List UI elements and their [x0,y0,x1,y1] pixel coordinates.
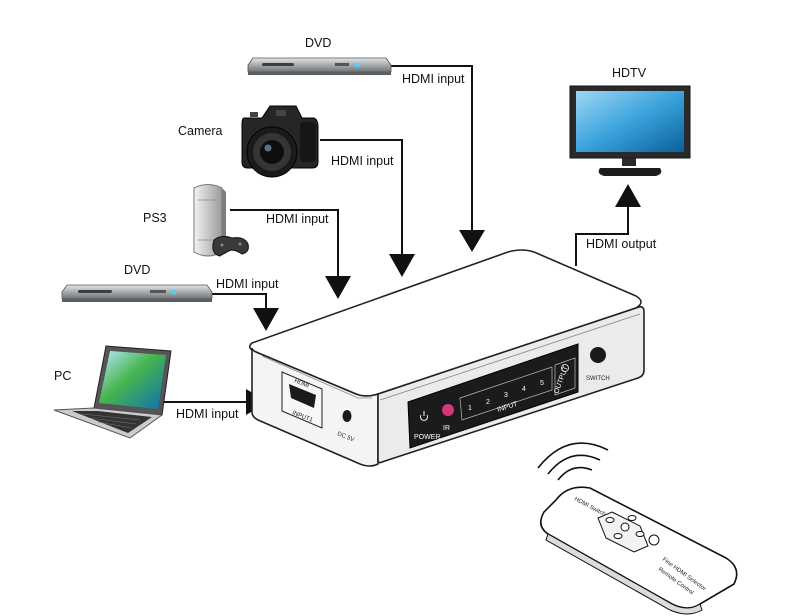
dvd-left-label: DVD [124,263,150,277]
power-icon [420,411,428,421]
hdtv-hdmi-label: HDMI output [586,237,657,251]
input-indicator-4: 4 [522,386,526,393]
dvd-left-hdmi-label: HDMI input [216,277,279,291]
laptop-pc: PC [53,345,172,439]
camera-hdmi-label: HDMI input [331,154,394,168]
input-indicator-1: 1 [468,405,472,412]
input-indicator-3: 3 [504,392,508,399]
ir-receiver-indicator [442,404,454,416]
dvd-left-connector [212,293,267,312]
dvd-top-label: DVD [305,36,331,50]
hdmi-input-port: HDMI INPUT1 [281,371,323,429]
switch-button: SWITCH [586,347,610,382]
dvd-player-left: DVD [61,263,213,302]
connection-lines [164,65,629,403]
remote-control: HDMI Switch Fine HDMI Selector Remote Co… [537,442,738,615]
camera-label: Camera [178,124,223,138]
hdtv-connector [575,205,629,266]
input-indicator-5: 5 [540,380,544,387]
arrow-down-dvd-left [253,308,279,331]
ps3-label: PS3 [143,211,167,225]
front-control-panel: POWER IR 1 2 3 4 5 INPUT OUTPUT [407,343,579,449]
hdmi-switch-box: HDMI INPUT1 DC 5V POWER IR 1 2 3 4 5 INP… [248,249,645,467]
hdtv-label: HDTV [612,66,647,80]
input-indicator-2: 2 [486,399,490,406]
arrow-down-dvd-top [459,230,485,252]
arrow-down-ps3 [325,276,351,299]
arrow-down-camera [389,254,415,277]
camera-connector [320,139,403,256]
camera: Camera [178,105,319,178]
ir-signal-icon [537,442,609,481]
pc-label: PC [54,369,71,383]
remote-dpad [597,511,660,553]
output-indicator [561,364,569,372]
hdmi-port-label: HDMI [293,378,310,389]
switch-label: SWITCH [586,376,610,382]
dvd-top-connector [391,65,473,232]
dvd-top-hdmi-label: HDMI input [402,72,465,86]
hdtv: HDTV [569,66,691,176]
ps3-console: PS3 [143,184,249,257]
pc-hdmi-label: HDMI input [176,407,239,421]
ps3-hdmi-label: HDMI input [266,212,329,226]
ps3-connector [230,209,339,278]
dvd-player-top: DVD [247,36,392,75]
arrow-up-hdtv [615,184,641,207]
ir-label: IR [443,425,450,432]
power-label: POWER [414,434,440,441]
